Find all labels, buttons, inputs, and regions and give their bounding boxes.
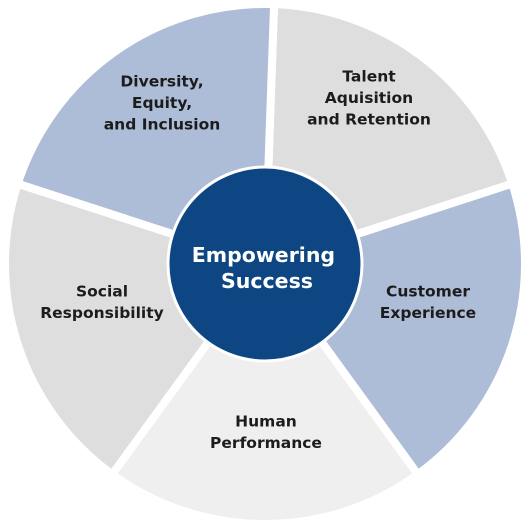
segment-1-label-line-1: Talent <box>342 68 396 86</box>
segment-5-label-line-3: and Inclusion <box>104 116 221 134</box>
center-label-line-2: Success <box>221 269 313 293</box>
center-label-line-1: Empowering <box>192 243 335 267</box>
segment-3-label-line-1: Human <box>235 412 297 430</box>
segment-5-label-line-2: Equity, <box>132 94 192 112</box>
segment-5-label: Diversity, Equity, and Inclusion <box>104 73 221 134</box>
segment-5-label-line-1: Diversity, <box>120 73 203 91</box>
segment-2-label-line-1: Customer <box>386 282 470 300</box>
segment-2-label-line-2: Experience <box>380 304 476 322</box>
center-label: Empowering Success <box>192 243 343 293</box>
segment-1-label-line-3: and Retention <box>307 111 431 129</box>
center-circle <box>166 165 364 363</box>
segment-4-label-line-2: Responsibility <box>40 304 164 322</box>
segment-3 <box>108 260 422 528</box>
segment-3-label-line-2: Performance <box>210 434 322 452</box>
segment-1-label-line-2: Aquisition <box>325 89 413 107</box>
center-hub: Empowering Success <box>166 165 364 363</box>
segment-4-label-line-1: Social <box>76 282 128 300</box>
